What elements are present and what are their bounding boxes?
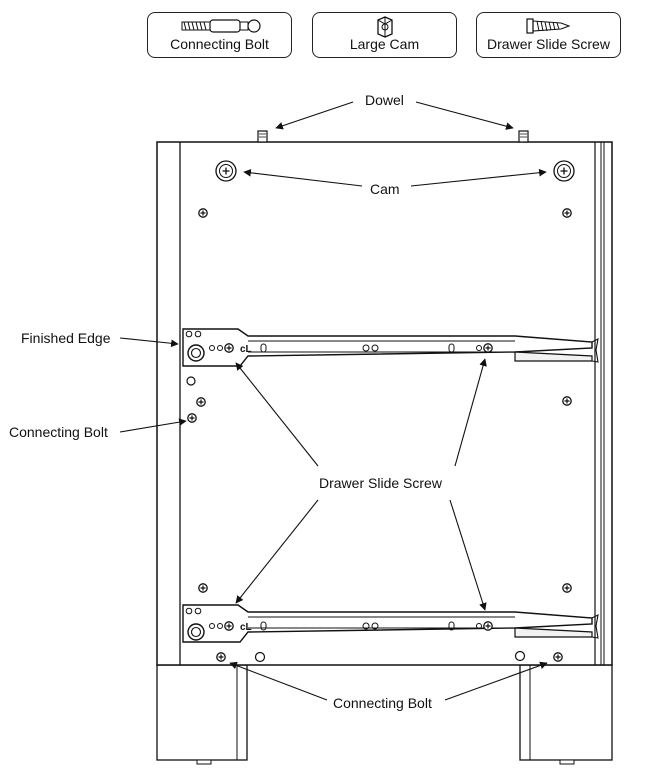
connecting-bolt-hole (216, 652, 226, 662)
callout-finished-edge: Finished Edge (21, 330, 111, 346)
large-cam-icon (376, 16, 393, 38)
svg-text:cL: cL (240, 622, 252, 633)
leader-finished-edge (119, 337, 179, 348)
leader-slide-screw-lr (449, 499, 487, 611)
pilot-hole (198, 208, 208, 218)
leader-connecting-bolt-bottom-right (444, 661, 548, 701)
dowel-hole (514, 650, 526, 662)
drawer-slide-lower: cL (182, 604, 599, 643)
pilot-hole (198, 583, 208, 593)
connecting-bolt-hole (553, 652, 563, 662)
right-leg (519, 664, 613, 765)
leader-cam-left (243, 168, 363, 187)
cam-right (553, 160, 575, 182)
drawer-slide-screw-icon (525, 18, 571, 34)
leader-dowel-right (415, 101, 514, 130)
left-leg (156, 664, 248, 765)
legend-drawer-slide-screw: Drawer Slide Screw (476, 12, 621, 58)
dowel-left (257, 130, 268, 143)
leader-slide-screw-ul (235, 362, 319, 467)
legend-connecting-bolt: Connecting Bolt (147, 12, 292, 58)
legend-large-cam: Large Cam (312, 12, 457, 58)
connecting-bolt-hole (187, 413, 197, 423)
drawer-slide-upper: cL (182, 328, 599, 367)
pilot-hole (562, 396, 572, 406)
pilot-hole (562, 208, 572, 218)
leader-cam-right (410, 168, 547, 187)
callout-drawer-slide-screw: Drawer Slide Screw (319, 475, 442, 491)
leader-lines (119, 101, 548, 701)
cam-left (215, 160, 237, 182)
dowel-right (518, 130, 529, 143)
shelf-hole (186, 376, 196, 386)
leader-connecting-bolt-bottom-left (229, 661, 328, 701)
callout-connecting-bolt-bottom: Connecting Bolt (333, 695, 432, 711)
legend-label: Drawer Slide Screw (487, 36, 610, 52)
connecting-bolt-icon (181, 19, 261, 33)
callout-dowel: Dowel (365, 92, 404, 108)
legend-label: Connecting Bolt (170, 36, 269, 52)
pilot-hole (196, 397, 206, 407)
side-panel (156, 141, 613, 666)
callout-connecting-bolt-left: Connecting Bolt (9, 424, 108, 440)
dowel-hole (254, 651, 266, 663)
svg-text:cL: cL (240, 344, 252, 355)
legend-label: Large Cam (349, 36, 420, 52)
pilot-hole (562, 583, 572, 593)
leader-slide-screw-ur (454, 358, 487, 467)
leader-slide-screw-ll (235, 499, 319, 604)
leader-connecting-bolt-left (119, 418, 187, 433)
callout-cam: Cam (370, 181, 400, 197)
leader-dowel-left (275, 101, 354, 130)
